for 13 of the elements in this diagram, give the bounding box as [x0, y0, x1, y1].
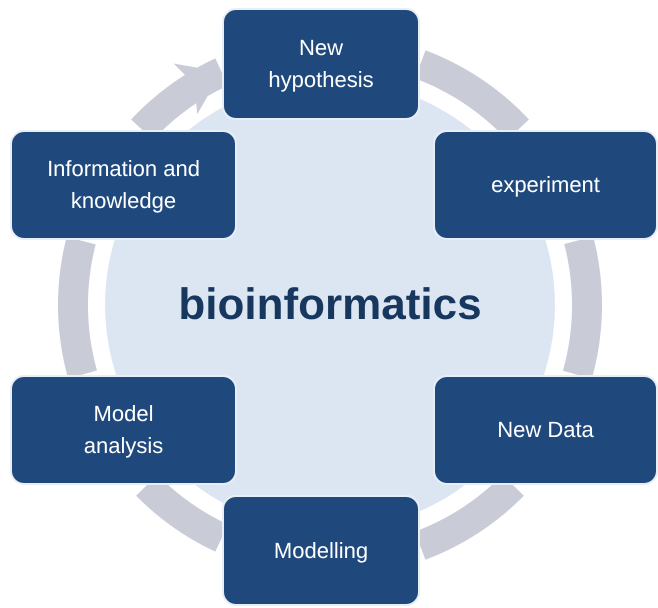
process-box: [433, 130, 658, 240]
title-label: bioinformatics: [178, 280, 482, 330]
box-label: experiment: [491, 171, 600, 200]
process-box: [10, 130, 237, 240]
box-label: New Data: [497, 416, 594, 444]
box-label: Information and knowledge: [46, 155, 201, 215]
process-box: [433, 375, 658, 485]
process-box: [222, 8, 420, 120]
process-box: [10, 375, 237, 485]
box-label: Modelling: [274, 536, 368, 565]
process-box: [222, 495, 420, 606]
box-label: New hypothesis: [267, 34, 375, 94]
box-label: Model analysis: [82, 400, 164, 460]
